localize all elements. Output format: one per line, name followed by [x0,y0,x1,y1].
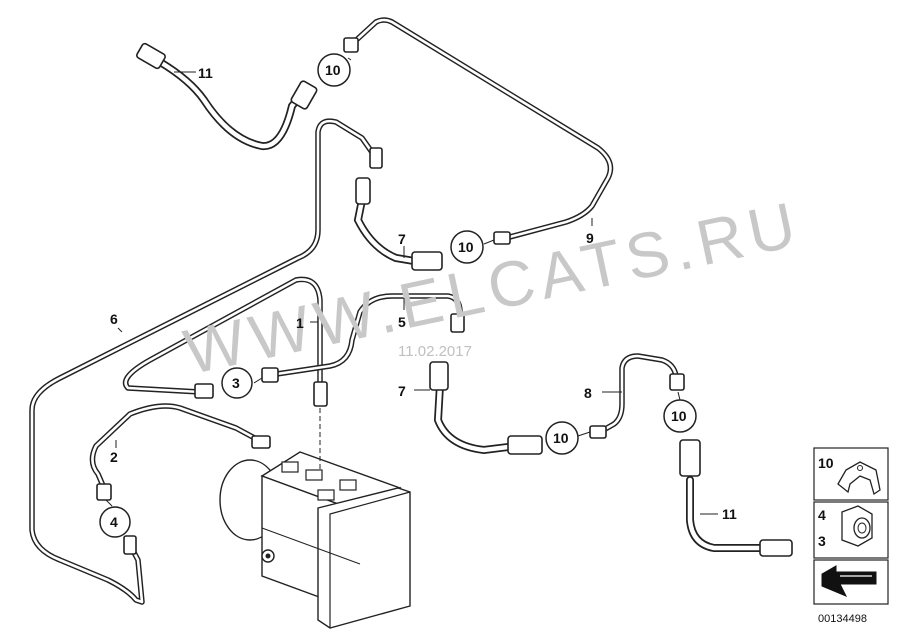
watermark-date: 11.02.2017 [398,343,472,360]
callout-10-mid[interactable]: 10 [450,230,495,264]
svg-text:10: 10 [325,62,341,78]
legend-row1-label: 10 [818,455,834,471]
brake-pipe-8[interactable] [589,353,685,439]
callout-4[interactable]: 4 [99,499,131,538]
callout-9[interactable]: 9 [586,218,594,246]
svg-text:6: 6 [110,311,118,327]
brake-hose-11-front[interactable] [136,42,318,151]
callout-11-top[interactable]: 11 [174,65,213,81]
svg-text:10: 10 [458,239,474,255]
callout-1[interactable]: 1 [296,315,318,331]
legend-row2-label-top: 4 [818,507,826,523]
abs-hydraulic-unit[interactable] [219,451,411,629]
svg-text:5: 5 [398,314,406,330]
brake-pipe-9[interactable] [343,17,614,245]
callout-8[interactable]: 8 [584,385,622,401]
brake-hose-7-lower[interactable] [429,361,543,455]
svg-text:8: 8 [584,385,592,401]
watermark-text: WWW.ELCATS.RU [178,187,807,388]
svg-text:9: 9 [586,230,594,246]
svg-text:11: 11 [198,65,213,81]
callout-7-lower[interactable]: 7 [398,383,430,399]
callout-6[interactable]: 6 [110,311,123,333]
svg-text:10: 10 [553,430,569,446]
legend-row2-label-bottom: 3 [818,533,826,549]
svg-text:4: 4 [110,514,118,530]
diagram-reference-number: 00134498 [818,613,867,625]
svg-text:2: 2 [110,449,118,465]
callout-10-right[interactable]: 10 [663,391,697,433]
brake-hose-7-upper[interactable] [353,177,443,271]
svg-text:10: 10 [671,408,687,424]
legend-panel: 10 4 3 00134498 [813,447,889,625]
callout-3[interactable]: 3 [221,367,263,399]
svg-text:7: 7 [398,231,406,247]
callout-10-top[interactable]: 10 [317,53,352,87]
svg-text:7: 7 [398,383,406,399]
callout-5[interactable]: 5 [398,298,406,330]
svg-text:11: 11 [722,506,737,522]
callout-2[interactable]: 2 [110,440,118,465]
callout-11-bottom[interactable]: 11 [700,506,737,522]
brake-pipe-6[interactable] [29,118,383,605]
callout-10-lower[interactable]: 10 [545,421,591,455]
brake-pipe-2[interactable] [89,403,271,501]
brake-hose-11-rear[interactable] [679,439,793,557]
direction-arrow-icon [821,565,877,597]
svg-text:3: 3 [232,375,240,391]
bracket-icon [837,461,881,496]
callout-7-upper[interactable]: 7 [398,231,406,258]
brake-pipe-5[interactable] [261,293,465,383]
svg-text:1: 1 [296,315,304,331]
brake-pipe-1[interactable] [122,276,328,407]
union-nut-icon [841,505,873,547]
